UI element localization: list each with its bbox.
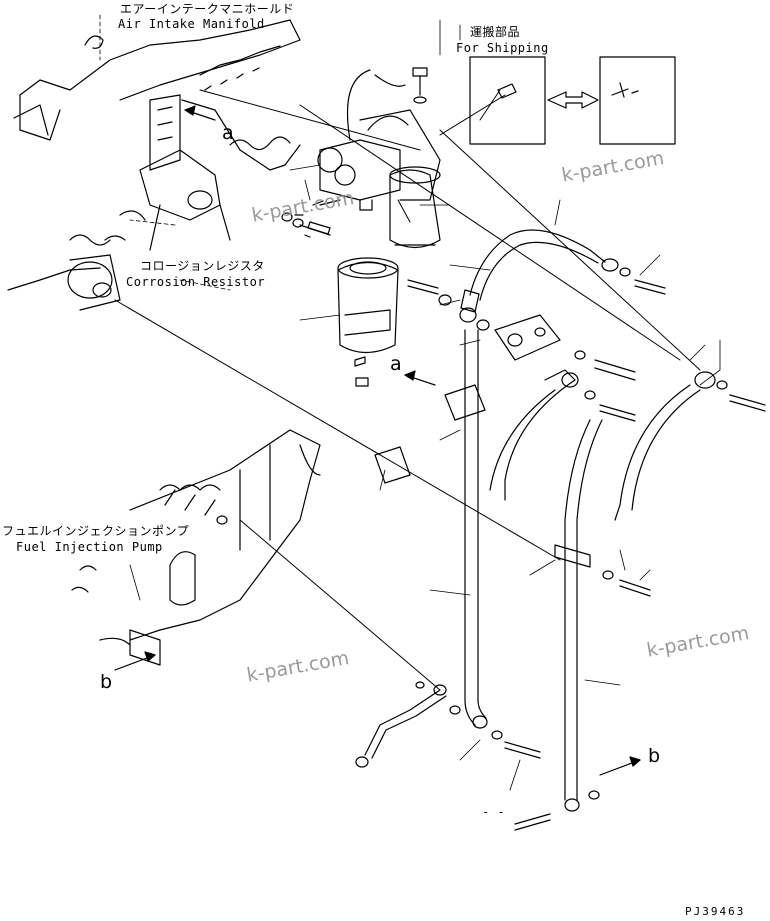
fuel-filter-assembly <box>281 67 441 387</box>
shipping-parts-boxes <box>469 56 676 145</box>
shipping-label-en: For Shipping <box>456 41 549 55</box>
fuel-pump-label-en: Fuel Injection Pump <box>16 540 163 554</box>
dashed-leaders <box>99 14 231 291</box>
fuel-pump-label-jp: フュエルインジェクションポンプ <box>2 524 190 538</box>
ref-letter-b: b <box>100 671 113 693</box>
ref-letter-a: a <box>222 122 234 144</box>
corrosion-label-jp: コロージョンレジスタ <box>140 259 265 273</box>
shipping-label-jp: 運搬部品 <box>470 25 521 39</box>
air-intake-label-en: Air Intake Manifold <box>118 17 265 31</box>
fuel-hoses <box>449 229 766 831</box>
callout-leaders <box>129 19 721 791</box>
dash-mark: - - <box>482 805 506 819</box>
air-intake-label-jp: エアーインテークマニホールド <box>120 2 295 16</box>
fuel-injection-pump <box>71 429 321 666</box>
air-intake-manifold <box>7 19 301 311</box>
delivery-pipe <box>355 681 447 768</box>
corrosion-resistor-block <box>374 279 561 484</box>
reference-arrows <box>114 105 641 776</box>
ref-letter-b: b <box>648 745 661 767</box>
leader-lines <box>114 89 701 691</box>
ref-letter-a: a <box>390 353 402 375</box>
corrosion-label-en: Corrosion Resistor <box>126 275 266 289</box>
drawing-code: PJ39463 <box>685 905 746 918</box>
